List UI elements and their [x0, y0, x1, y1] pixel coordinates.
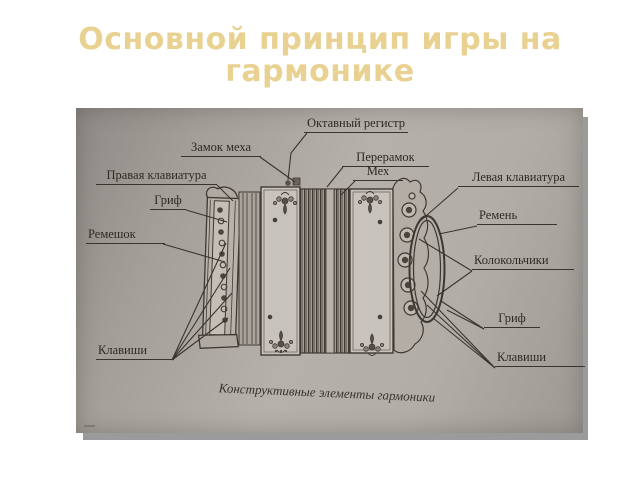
diagram-label-bellows: Мех: [353, 164, 403, 181]
diagram-label-bellows-lock: Замок меха: [181, 140, 261, 157]
diagram-label-keys-left: Клавиши: [96, 343, 174, 360]
diagram-label-strap-small: Ремешок: [86, 227, 165, 244]
garmon-body: [197, 177, 446, 356]
diagram-label-neck-left: Гриф: [150, 193, 186, 210]
slide-title-line1: Основной принцип игры на: [78, 22, 562, 57]
diagram-label-neck-right: Гриф: [484, 311, 540, 328]
diagram-label-strap: Ремень: [477, 208, 557, 225]
garmon-illustration: [84, 132, 496, 427]
diagram-label-left-keyboard: Левая клавиатура: [458, 170, 579, 187]
diagram-label-bells: Колокольчики: [472, 253, 574, 270]
figure-photo: Октавный регистр Замок меха Перерамок Ме…: [76, 108, 585, 433]
slide-title: Основной принцип игры на гармонике: [0, 24, 640, 88]
diagram-label-right-keyboard: Правая клавиатура: [96, 168, 217, 185]
slide-title-line2: гармонике: [225, 54, 415, 89]
diagram-label-pereramok: Перерамок: [342, 150, 429, 167]
diagram-label-keys-right: Клавиши: [495, 350, 585, 367]
leader-lines: [84, 132, 496, 427]
diagram-label-octave-register: Октавный регистр: [304, 116, 408, 133]
